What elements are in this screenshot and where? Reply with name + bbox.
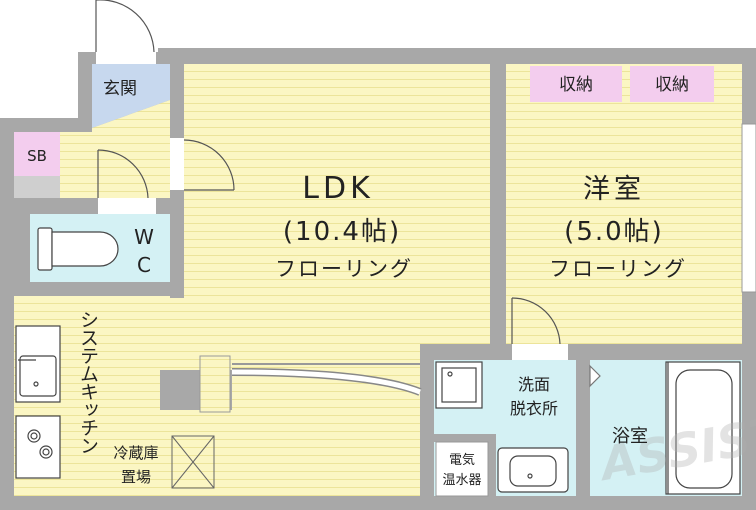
fridge-label-2: 置場 xyxy=(121,468,151,486)
storage-label-1: 収納 xyxy=(559,75,593,95)
door-gap-yoshitsu xyxy=(512,344,568,360)
wc-label-w: W xyxy=(134,225,154,249)
water-heater-box xyxy=(435,441,489,497)
yoshitsu-floor: フローリング xyxy=(549,257,687,281)
toilet-icon xyxy=(37,227,119,271)
storage-box-1 xyxy=(530,66,622,102)
sb-gray xyxy=(14,176,60,202)
wc-label-c: C xyxy=(137,253,151,277)
ldk-name: LDK xyxy=(302,171,374,206)
door-swing-icon xyxy=(95,0,601,396)
door-gap-entry xyxy=(96,52,156,64)
yoshitsu-name: 洋室 xyxy=(583,174,645,205)
fridge-area xyxy=(160,410,232,496)
ldk-size: (10.4帖) xyxy=(283,217,401,247)
ldk-floor xyxy=(14,64,490,496)
stove-icon xyxy=(15,415,61,479)
sb-area xyxy=(14,132,60,176)
washroom-label-2: 脱衣所 xyxy=(510,399,558,418)
ldk-floor: フローリング xyxy=(275,257,413,281)
yoshitsu-size: (5.0帖) xyxy=(564,217,664,247)
sb-label: SB xyxy=(27,147,47,165)
kitchen-label: システムキッチン xyxy=(77,310,99,454)
yoshitsu-floor xyxy=(506,64,742,344)
door-gap-ldk xyxy=(170,138,184,190)
bath-label: 浴室 xyxy=(612,426,648,447)
storage-label-2: 収納 xyxy=(655,75,689,95)
genkan-label: 玄関 xyxy=(103,79,137,99)
door-gap-wc xyxy=(98,198,156,214)
water-heater-label-2: 温水器 xyxy=(442,473,481,488)
washing-machine-icon xyxy=(435,361,483,409)
fridge-label-1: 冷蔵庫 xyxy=(113,444,158,462)
fridge-cross-icon xyxy=(171,435,215,489)
kitchen-counter xyxy=(199,355,231,413)
window-right xyxy=(741,123,756,293)
water-heater-label-1: 電気 xyxy=(449,452,475,468)
wash-basin-icon xyxy=(497,447,569,493)
genkan-floor xyxy=(92,64,170,128)
sink-icon xyxy=(15,325,61,403)
storage-box-2 xyxy=(630,66,714,102)
washroom-label-1: 洗面 xyxy=(518,375,550,394)
bathtub-icon xyxy=(665,361,741,495)
